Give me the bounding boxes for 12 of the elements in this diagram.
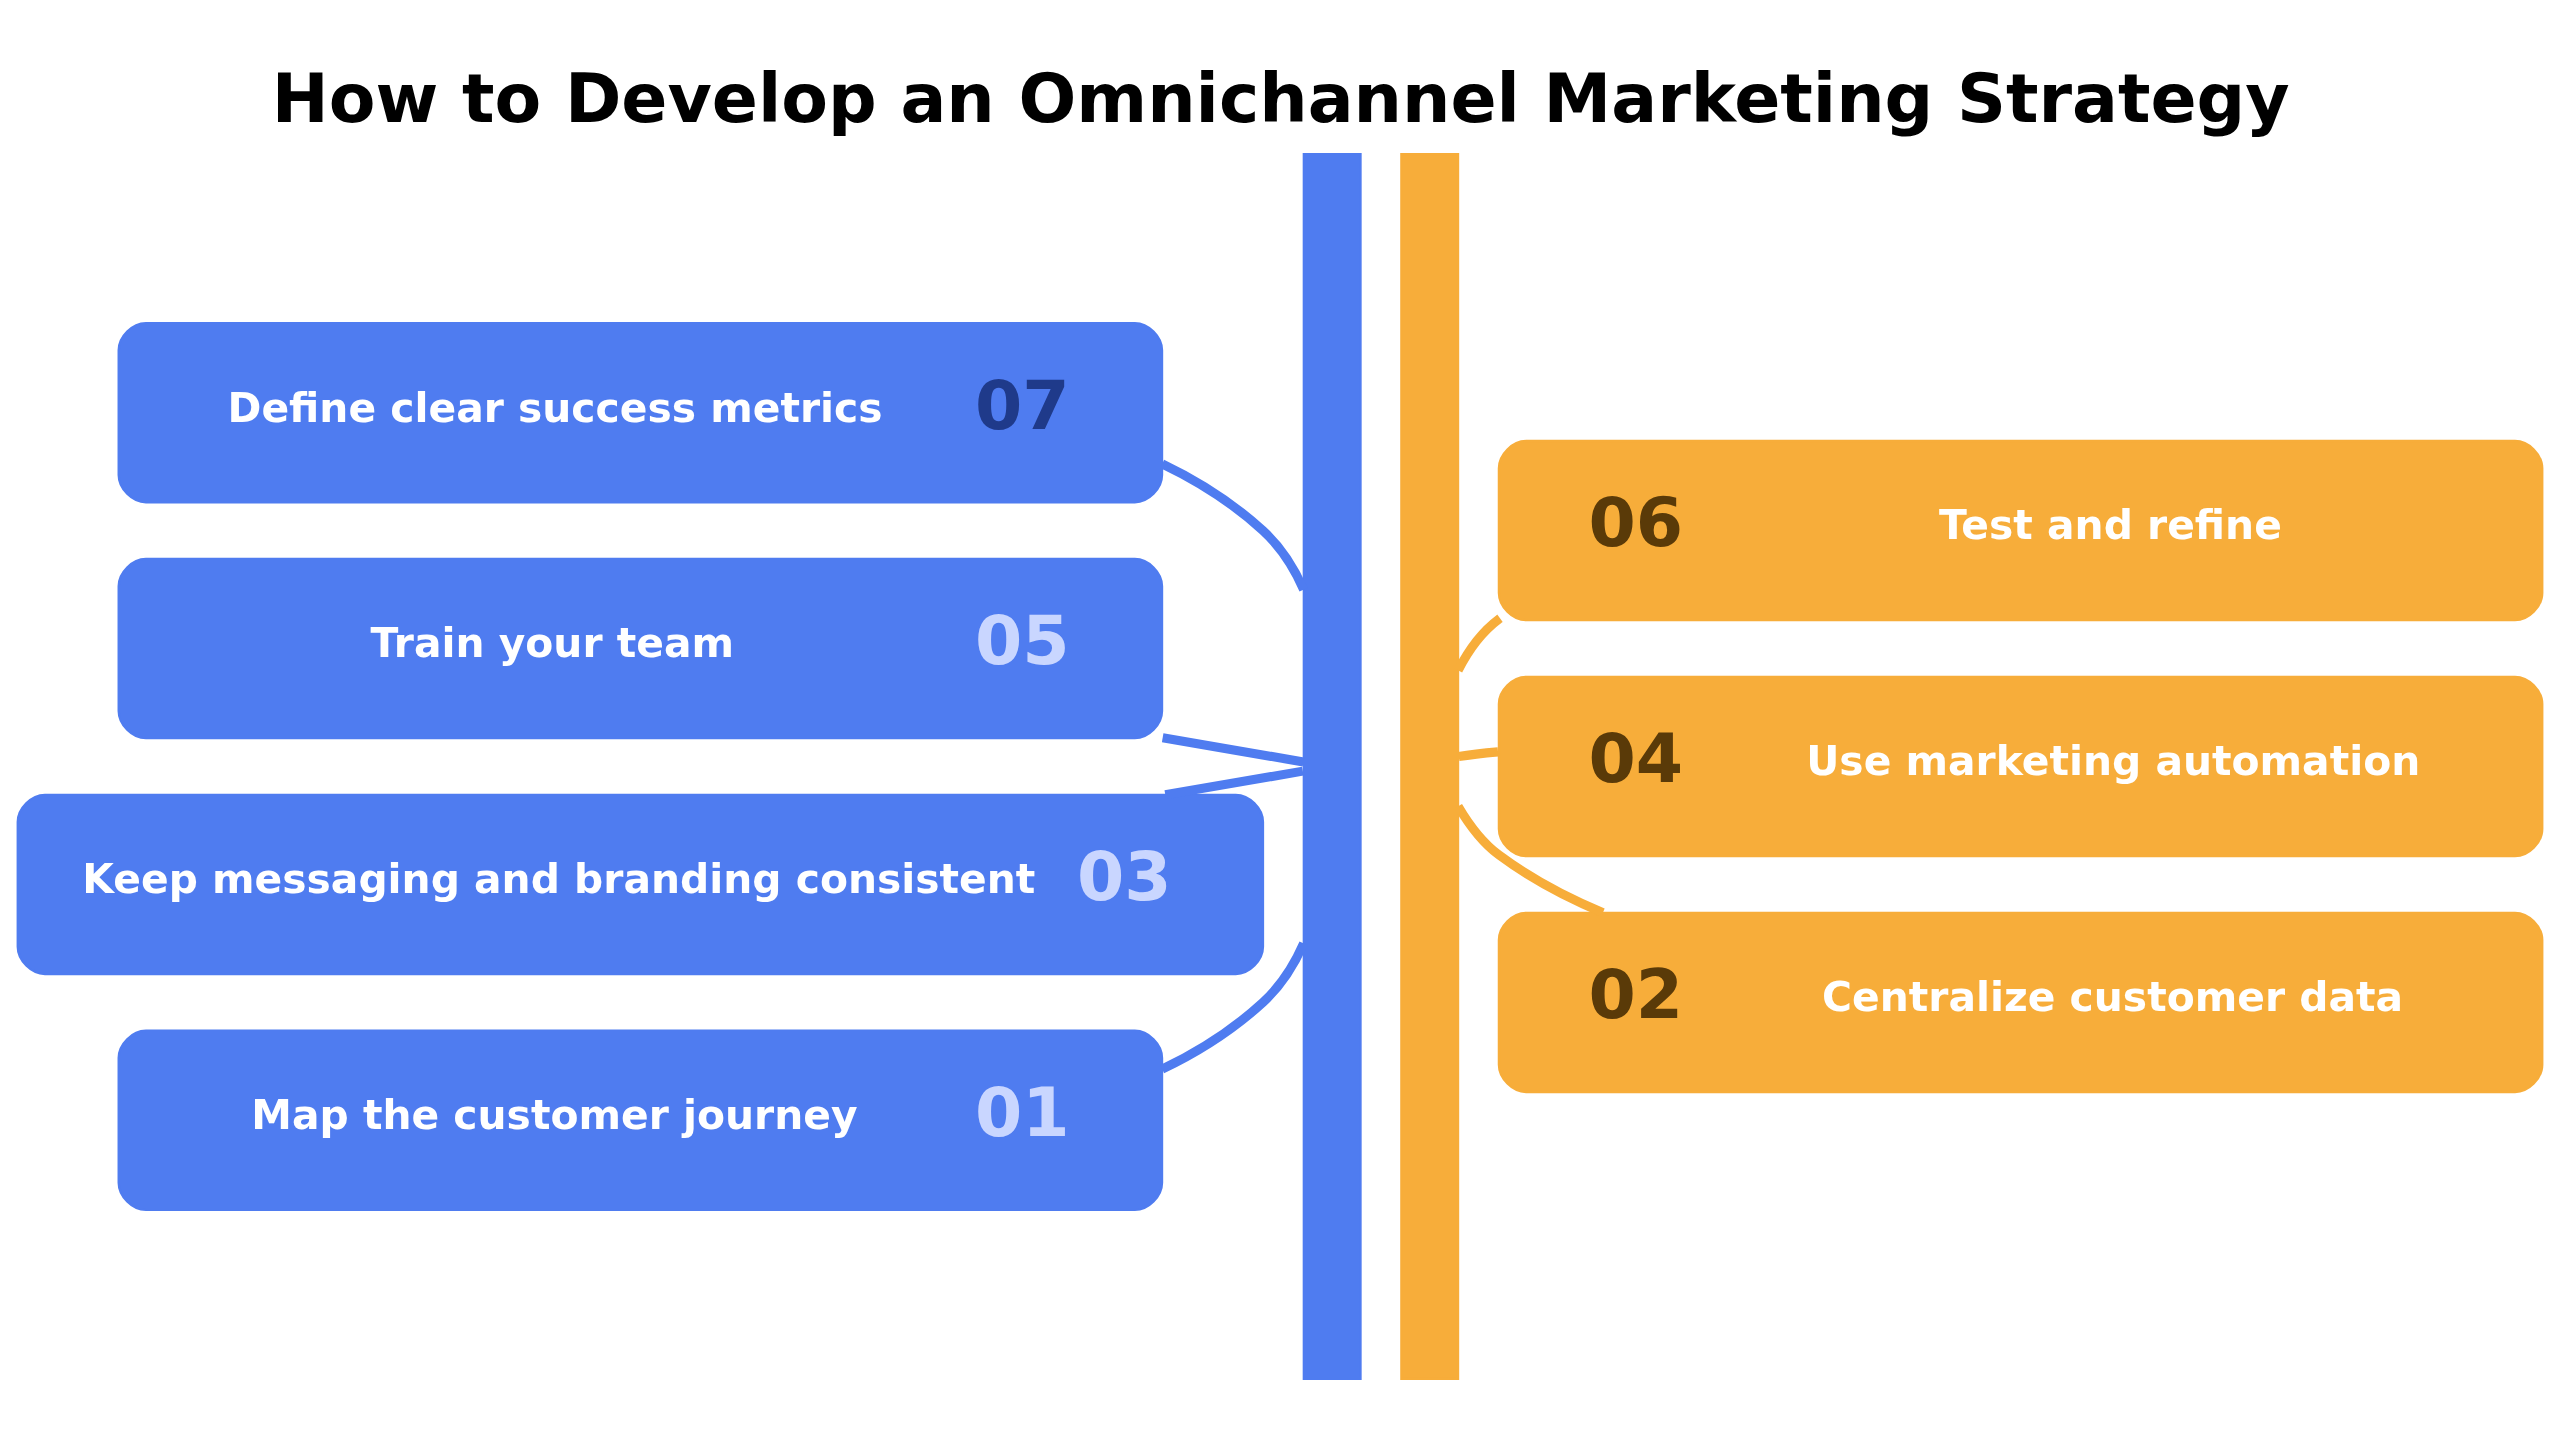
node-box: Train your team 05 <box>117 557 1164 740</box>
node-box: Keep messaging and branding consistent 03 <box>16 793 1265 976</box>
node-bar <box>1302 152 1362 1381</box>
node-box: 04 Use marketing automation <box>1497 675 2544 858</box>
node-box: Map the customer journey 01 <box>117 1029 1164 1212</box>
connector <box>1458 747 1499 762</box>
node-bar <box>1400 152 1460 1381</box>
connector <box>1161 733 1305 767</box>
node-box: 06 Test and refine <box>1497 439 2544 622</box>
node-box: 02 Centralize customer data <box>1497 911 2544 1094</box>
node-box: Define clear success metrics 07 <box>117 321 1164 504</box>
diagram-title: How to Develop an Omnichannel Marketing Strategy <box>271 59 2290 139</box>
